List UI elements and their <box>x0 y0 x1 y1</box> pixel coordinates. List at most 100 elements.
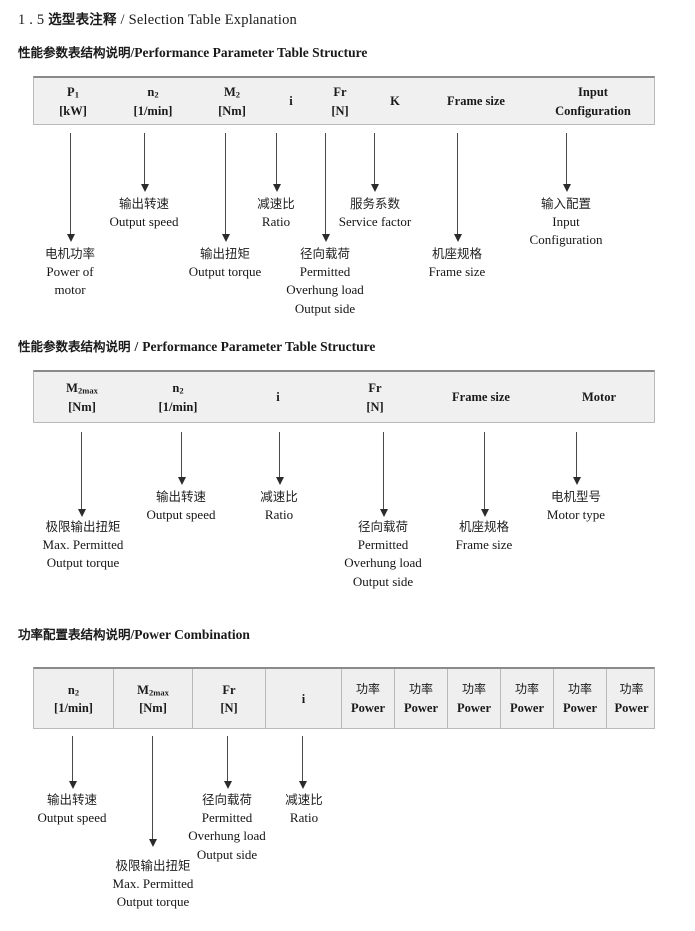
arrow-to-power-of-motor <box>66 133 75 242</box>
section-title-separator: / <box>120 12 125 28</box>
table1-col-fr-unit: [N] <box>331 103 349 118</box>
table3-col-n2: n2 [1/min] <box>34 669 113 729</box>
table3-col-power-6-cn: 功率 <box>619 682 644 697</box>
table3-col-power-4-en: Power <box>509 700 544 715</box>
table1-col-k: K <box>368 78 422 125</box>
annotation-ratio-1-cn: 减速比 <box>257 196 295 211</box>
annotation-overhung-load-1: 径向载荷 Permitted Overhung load Output side <box>271 245 379 318</box>
annotation-frame-size-2-en: Frame size <box>455 536 513 552</box>
annotation-ratio-2-en: Ratio <box>264 506 294 522</box>
annotation-power-of-motor-en-2: motor <box>54 282 86 298</box>
annotation-max-permitted-output-torque-2-en-1: Max. Permitted <box>112 875 194 891</box>
table1-col-input-configuration-line2: Configuration <box>555 103 631 118</box>
arrow-to-permitted-overhung-load-3 <box>223 736 232 789</box>
annotation-output-speed-2-en: Output speed <box>146 506 216 522</box>
annotation-input-configuration-en-1: Input <box>552 213 580 229</box>
annotation-output-speed-1-cn: 输出转速 <box>118 196 169 211</box>
table2-col-i: i <box>226 372 330 423</box>
power-combination-table: n2 [1/min] M2max [Nm] Fr [N] i 功率 Power … <box>33 667 655 729</box>
annotation-max-permitted-output-torque-1: 极限输出扭矩 Max. Permitted Output torque <box>22 518 144 573</box>
table1-col-input-configuration-line1: Input <box>578 85 608 100</box>
annotation-ratio-2: 减速比 Ratio <box>237 488 321 524</box>
annotation-output-speed-1-en: Output speed <box>109 213 179 229</box>
annotation-max-permitted-output-torque-1-en-1: Max. Permitted <box>42 536 124 552</box>
table3-col-power-2-en: Power <box>403 700 438 715</box>
performance-parameter-table-2: M2max [Nm] n2 [1/min] i Fr [N] Frame siz… <box>33 370 655 423</box>
annotation-frame-size-2-cn: 机座规格 <box>458 519 509 534</box>
table1-col-i-symbol: i <box>289 94 293 109</box>
arrow-to-output-speed-2 <box>177 432 186 485</box>
arrow-to-frame-size-2 <box>480 432 489 517</box>
table2-col-n2: n2 [1/min] <box>130 372 226 423</box>
table3-col-fr-unit: [N] <box>220 701 238 715</box>
section-title-cn: 选型表注释 <box>48 12 117 28</box>
table3-col-power-1: 功率 Power <box>341 669 394 729</box>
annotation-max-permitted-output-torque-2-cn: 极限输出扭矩 <box>115 858 191 873</box>
table2-col-fr: Fr [N] <box>330 372 420 423</box>
annotation-overhung-load-3-cn: 径向载荷 <box>201 792 252 807</box>
table3-col-power-3: 功率 Power <box>447 669 500 729</box>
annotation-ratio-1-en: Ratio <box>261 213 291 229</box>
subsection-heading-3-en: Power Combination <box>134 627 250 642</box>
table1-col-frame-size-symbol: Frame size <box>447 94 505 109</box>
arrow-to-max-permitted-output-torque-1 <box>77 432 86 517</box>
annotation-overhung-load-3-en-1: Permitted <box>201 809 253 825</box>
arrow-to-service-factor <box>370 133 379 192</box>
table3-col-power-2-cn: 功率 <box>408 682 433 697</box>
annotation-overhung-load-2-en-2: Overhung load <box>344 555 422 571</box>
annotation-overhung-load-2-en-1: Permitted <box>357 536 409 552</box>
annotation-motor-type-cn: 电机型号 <box>550 489 601 504</box>
annotation-overhung-load-2: 径向载荷 Permitted Overhung load Output side <box>329 518 437 591</box>
table3-col-power-3-cn: 功率 <box>461 682 486 697</box>
arrow-to-frame-size <box>453 133 462 242</box>
table3-col-power-4-cn: 功率 <box>514 682 539 697</box>
table2-col-m2max-unit: [Nm] <box>68 399 96 414</box>
table3-col-power-2: 功率 Power <box>394 669 447 729</box>
annotation-service-factor-en: Service factor <box>338 213 412 229</box>
annotation-overhung-load-2-cn: 径向载荷 <box>357 519 408 534</box>
annotation-frame-size-1-en: Frame size <box>428 263 486 279</box>
table3-col-m2max-unit: [Nm] <box>139 701 167 715</box>
table3-col-i-symbol: i <box>301 691 306 706</box>
annotation-max-permitted-output-torque-1-cn: 极限输出扭矩 <box>45 519 121 534</box>
section-number: 1 . 5 <box>18 12 45 28</box>
table3-col-power-1-en: Power <box>350 700 385 715</box>
table3-col-power-1-cn: 功率 <box>355 682 380 697</box>
annotation-input-configuration-cn: 输入配置 <box>540 196 591 211</box>
table1-col-m2: M2 [Nm] <box>194 78 270 125</box>
table2-col-frame-size: Frame size <box>420 372 542 423</box>
table2-col-frame-size-symbol: Frame size <box>452 390 510 405</box>
performance-parameter-table-1: P1 [kW] n2 [1/min] M2 [Nm] i Fr [N] K Fr… <box>33 76 655 125</box>
table1-col-fr: Fr [N] <box>312 78 368 125</box>
annotation-output-speed-3-en: Output speed <box>37 809 107 825</box>
annotation-max-permitted-output-torque-2: 极限输出扭矩 Max. Permitted Output torque <box>92 857 214 912</box>
annotation-input-configuration: 输入配置 Input Configuration <box>512 195 620 250</box>
table1-col-n2-unit: [1/min] <box>133 103 173 118</box>
table3-col-power-3-en: Power <box>456 700 491 715</box>
arrow-to-ratio-2 <box>275 432 284 485</box>
annotation-power-of-motor: 电机功率 Power of motor <box>20 245 120 300</box>
annotation-ratio-2-cn: 减速比 <box>260 489 298 504</box>
subsection-heading-1-en: Performance Parameter Table Structure <box>134 45 368 60</box>
section-title-en: Selection Table Explanation <box>128 12 297 28</box>
annotation-service-factor: 服务系数 Service factor <box>320 195 430 231</box>
table3-col-m2max-symbol: M2max <box>137 682 169 698</box>
subsection-heading-1-sep: / <box>130 45 135 60</box>
annotation-overhung-load-2-en-3: Output side <box>352 573 414 589</box>
annotation-overhung-load-3-en-3: Output side <box>196 846 258 862</box>
annotation-frame-size-1: 机座规格 Frame size <box>411 245 503 281</box>
table3-col-power-6-en: Power <box>614 700 649 715</box>
subsection-heading-3-cn: 功率配置表结构说明 <box>18 627 131 642</box>
table3-col-power-5-en: Power <box>562 700 597 715</box>
table2-col-i-symbol: i <box>276 390 280 405</box>
table1-col-n2-symbol: n2 <box>147 85 159 100</box>
table3-col-power-6: 功率 Power <box>606 669 656 729</box>
table1-col-fr-symbol: Fr <box>333 85 347 100</box>
annotation-motor-type: 电机型号 Motor type <box>530 488 622 524</box>
table2-col-n2-symbol: n2 <box>172 381 184 396</box>
table1-col-n2: n2 [1/min] <box>112 78 194 125</box>
table1-col-p1-unit: [kW] <box>59 103 87 118</box>
annotation-output-torque-cn: 输出扭矩 <box>199 246 250 261</box>
annotation-power-of-motor-en-1: Power of <box>46 263 94 279</box>
annotation-ratio-3-en: Ratio <box>289 809 319 825</box>
